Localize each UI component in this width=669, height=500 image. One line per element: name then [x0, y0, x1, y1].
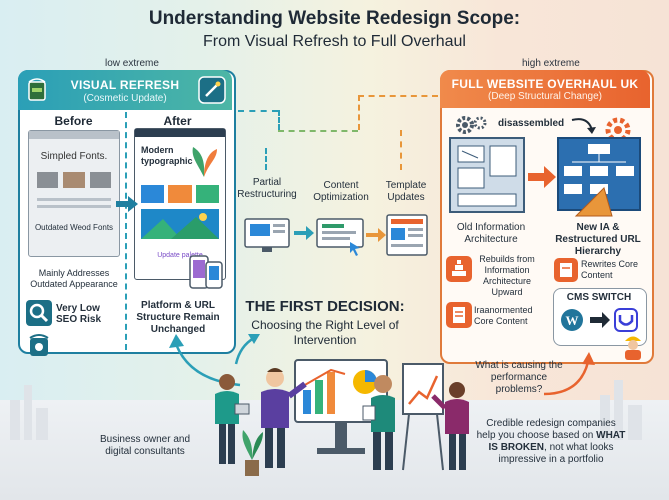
- overhaul-subtitle: (Deep Structural Change): [488, 91, 602, 102]
- before-heading: Simpled Fonts.: [40, 151, 108, 162]
- dashed-path-5: [358, 95, 360, 130]
- paint-can-icon: [29, 334, 49, 356]
- people-caption: Business owner and digital consultants: [99, 434, 191, 457]
- low-extreme-label: low extreme: [105, 58, 159, 69]
- rebuild-icon: [446, 256, 472, 282]
- high-extreme-label: high extreme: [522, 58, 580, 69]
- step-arrow-2-icon: [366, 228, 386, 242]
- disassembled-label: disassembled: [498, 118, 565, 129]
- rebuild-label: Rebuilds from Information Architecture U…: [479, 254, 535, 297]
- consultants-scene: [215, 359, 469, 476]
- visual-refresh-subtitle: (Cosmetic Update): [83, 93, 167, 104]
- advice-emphasis: WHAT IS BROKEN: [488, 430, 626, 453]
- rewrite-icon: [554, 258, 578, 282]
- new-ia-blueprint: [557, 137, 641, 217]
- worker-figure: [625, 336, 641, 360]
- arrow-to-overhaul-icon: [543, 352, 595, 396]
- advice-line1: Credible redesign companies help you cho…: [476, 418, 616, 441]
- dashed-path-7: [400, 130, 402, 170]
- decision-title: THE FIRST DECISION:: [245, 298, 405, 315]
- advice-text: Credible redesign companies help you cho…: [476, 418, 626, 466]
- mobile-devices-icon: [189, 255, 223, 289]
- advice-line2: , not what looks impressive in a portfol…: [498, 442, 614, 465]
- after-heading: Modern typographic: [141, 145, 193, 166]
- template-icon: [386, 214, 428, 256]
- rewrites-label: Rewrites Core Content: [581, 259, 639, 280]
- before-label: Before: [54, 114, 93, 128]
- cms-switch-icons: W: [561, 308, 638, 332]
- step-partial-restructuring: Partial Restructuring: [237, 177, 297, 200]
- step-template-updates: Template Updates: [385, 180, 427, 203]
- hero-image-icon: [141, 209, 219, 239]
- plant-illustration-icon: [192, 147, 217, 177]
- after-caption: Update palette: [157, 252, 203, 259]
- overhaul-arrow-icon: [528, 166, 556, 188]
- cms-switch-label: CMS SWITCH: [566, 292, 632, 303]
- curved-arrow-icon: [571, 118, 596, 134]
- old-ia-label: Old Information Architecture: [456, 222, 526, 245]
- document-icon: [446, 302, 472, 328]
- after-note: Platform & URL Structure Remain Unchange…: [136, 300, 220, 335]
- svg-text:W: W: [566, 313, 579, 328]
- before-note: Mainly Addresses Outdated Appearance: [30, 268, 118, 289]
- seo-risk-label: Very Low SEO Risk: [56, 303, 102, 325]
- before-caption: Outdated Weod Fonts: [34, 223, 114, 232]
- overhaul-header: [440, 70, 650, 108]
- magic-wand-icon: [198, 76, 226, 104]
- city-skyline: [10, 380, 642, 440]
- question-text: What is causing the performance problems…: [475, 360, 563, 395]
- after-label: After: [163, 114, 192, 128]
- before-to-after-arrow-icon: [116, 196, 138, 212]
- decision-subtitle: Choosing the Right Level of Intervention: [251, 318, 399, 347]
- visual-refresh-header: [18, 70, 232, 110]
- paint-bucket-icon: [28, 78, 46, 101]
- dashed-path-4: [358, 95, 438, 97]
- main-subtitle: From Visual Refresh to Full Overhaul: [203, 33, 466, 50]
- magnifier-icon: [26, 300, 52, 326]
- reannotated-label: Iraanormented Core Content: [474, 305, 533, 326]
- dashed-path-1: [238, 110, 278, 112]
- dashed-path-2: [278, 110, 280, 130]
- main-title: Understanding Website Redesign Scope:: [148, 8, 521, 29]
- monitor-content-icon: [316, 218, 364, 256]
- dashed-path-6: [265, 148, 267, 170]
- step-arrow-1-icon: [294, 226, 314, 240]
- visual-refresh-title: VISUAL REFRESH: [70, 78, 180, 92]
- monitor-partial-icon: [244, 218, 290, 252]
- arrow-up-icon: [234, 334, 260, 365]
- new-ia-label: New IA & Restructured URL Hierarchy: [555, 222, 641, 257]
- after-website-mockup: Modern typographic Update palette: [134, 128, 226, 280]
- gears-icon: [456, 116, 487, 134]
- before-website-mockup: Simpled Fonts. Outdated Weod Fonts: [28, 130, 120, 257]
- overhaul-title: FULL WEBSITE OVERHAUL UK: [451, 77, 639, 91]
- before-after-divider: [125, 112, 127, 350]
- dashed-path-3: [278, 130, 358, 132]
- step-content-optimization: Content Optimization: [313, 180, 369, 203]
- old-ia-blueprint: [449, 137, 525, 213]
